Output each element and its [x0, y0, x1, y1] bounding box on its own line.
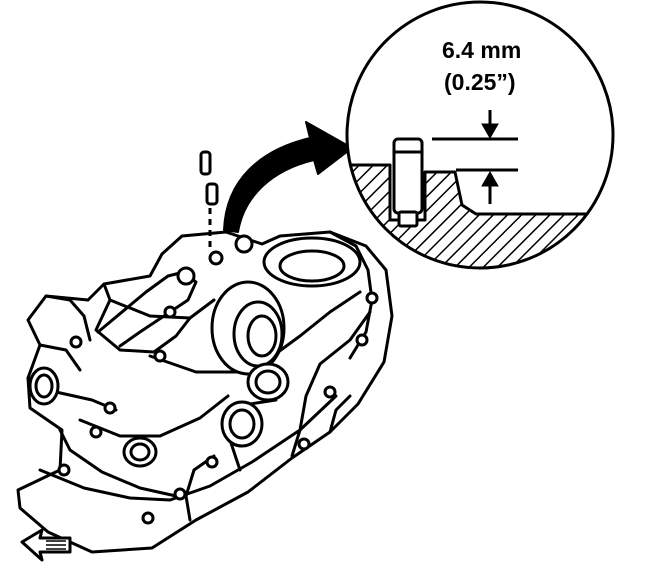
dimension-marks — [432, 110, 518, 204]
callout-arrow — [223, 121, 353, 233]
detail-view: 6.4 mm (0.25”) — [345, 0, 615, 270]
plug-detail — [392, 137, 424, 228]
dimension-label-inch: (0.25”) — [444, 69, 516, 95]
front-arrow-icon — [20, 528, 72, 562]
bores — [28, 236, 362, 468]
dimension-label-mm: 6.4 mm — [442, 37, 521, 63]
engine-block — [16, 230, 394, 554]
oil-gallery-plugs — [199, 150, 219, 248]
bolts — [57, 234, 379, 525]
